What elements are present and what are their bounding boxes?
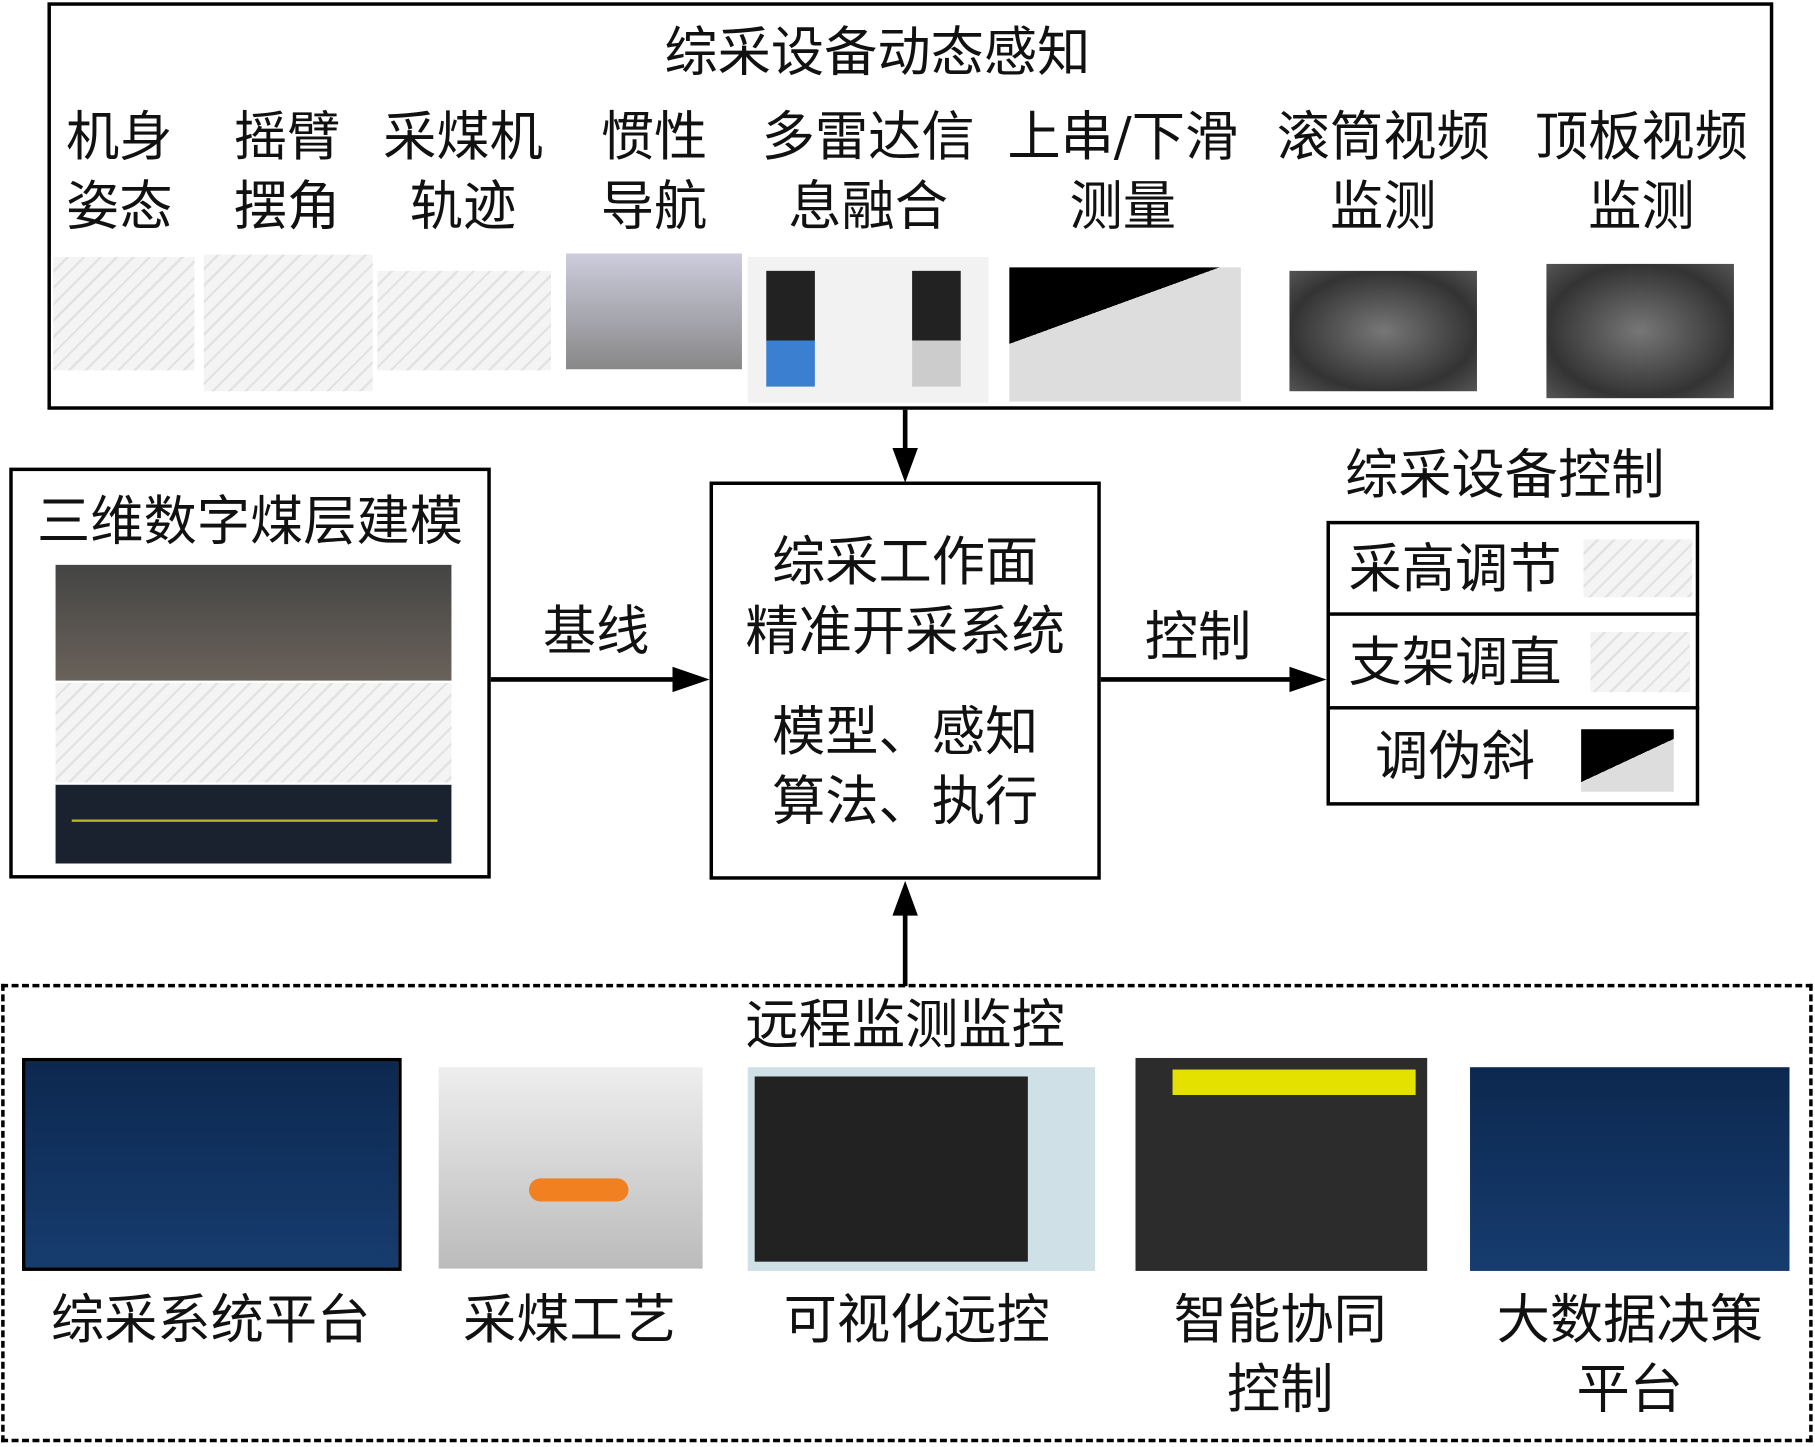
remote-item-line1: 大数据决策 xyxy=(1496,1288,1763,1351)
divider xyxy=(1326,612,1700,616)
arrowhead-right xyxy=(672,666,710,693)
control-title: 综采设备控制 xyxy=(1345,443,1665,506)
perception-item-line2: 息融合 xyxy=(788,174,948,238)
collaborative-control-screenshot xyxy=(1135,1057,1428,1271)
control-item-pseudo-incline: 调伪斜 xyxy=(1375,724,1535,788)
arm-angle-image xyxy=(203,254,373,392)
arrowhead-down xyxy=(892,447,918,483)
baseline-label: 基线 xyxy=(542,599,650,663)
trajectory-image xyxy=(377,270,551,371)
roof-video-image xyxy=(1546,263,1734,399)
arrow-perception-to-center xyxy=(902,409,908,452)
perception-item-line1: 多雷达信 xyxy=(761,105,975,168)
modeling-box xyxy=(9,467,491,879)
body-attitude-image xyxy=(53,256,195,371)
creep-measure-image xyxy=(1009,267,1241,402)
coal-seam-profile-image xyxy=(55,784,452,864)
remote-item-line2: 控制 xyxy=(1226,1357,1334,1421)
perception-item-line2: 摆角 xyxy=(233,174,341,238)
control-label: 控制 xyxy=(1144,605,1252,668)
visual-remote-screenshot xyxy=(747,1067,1095,1271)
pseudo-incline-image xyxy=(1581,729,1674,792)
perception-item-line2: 导航 xyxy=(600,174,708,238)
arrow-baseline xyxy=(490,677,676,682)
remote-item-line1: 综采系统平台 xyxy=(50,1288,371,1351)
radar-image xyxy=(747,256,989,403)
perception-item-line1: 滚筒视频 xyxy=(1276,105,1490,168)
perception-title: 综采设备动态感知 xyxy=(664,20,1091,84)
center-line1: 综采工作面 xyxy=(772,530,1039,593)
coal-seam-plot-image xyxy=(55,682,452,783)
control-box xyxy=(1326,520,1700,806)
platform-screenshot xyxy=(21,1057,402,1271)
center-line2: 精准开采系统 xyxy=(745,599,1065,663)
perception-item-line1: 上串/下滑 xyxy=(1007,105,1239,168)
control-item-straighten: 支架调直 xyxy=(1348,630,1562,694)
control-item-height: 采高调节 xyxy=(1348,537,1562,600)
center-line3: 模型、感知 xyxy=(772,700,1039,763)
center-system-box xyxy=(709,481,1101,880)
perception-item-line2: 监测 xyxy=(1588,174,1695,238)
perception-item-line2: 轨迹 xyxy=(409,174,517,238)
perception-box xyxy=(47,2,1774,410)
mining-process-screenshot xyxy=(438,1067,703,1269)
remote-item-line2: 平台 xyxy=(1576,1357,1684,1421)
perception-item-line2: 监测 xyxy=(1329,174,1437,238)
remote-box xyxy=(1,983,1813,1443)
perception-item-line1: 摇臂 xyxy=(233,105,341,168)
arrowhead-up xyxy=(892,880,918,916)
perception-item-line1: 机身 xyxy=(65,105,173,168)
perception-item-line1: 采煤机 xyxy=(383,105,543,168)
support-straighten-image xyxy=(1590,631,1690,693)
remote-item-line1: 采煤工艺 xyxy=(463,1288,676,1351)
modeling-title: 三维数字煤层建模 xyxy=(37,489,463,553)
perception-item-line1: 惯性 xyxy=(600,105,708,168)
drum-video-image xyxy=(1289,270,1477,392)
perception-item-line2: 测量 xyxy=(1069,174,1177,238)
inertial-navigation-image xyxy=(566,253,742,370)
remote-item-line1: 可视化远控 xyxy=(783,1288,1050,1351)
divider xyxy=(1326,706,1700,710)
remote-title: 远程监测监控 xyxy=(745,993,1065,1056)
big-data-screenshot xyxy=(1470,1067,1790,1271)
perception-item-line2: 姿态 xyxy=(65,174,173,238)
arrowhead-right xyxy=(1289,666,1327,693)
coal-seam-3d-image xyxy=(55,564,452,681)
center-line4: 算法、执行 xyxy=(772,769,1039,833)
arrow-control xyxy=(1100,677,1293,682)
perception-item-line1: 顶板视频 xyxy=(1534,105,1748,168)
arrow-remote-to-center xyxy=(902,912,908,987)
remote-item-line1: 智能协同 xyxy=(1173,1288,1387,1351)
height-adjust-image xyxy=(1583,539,1693,598)
